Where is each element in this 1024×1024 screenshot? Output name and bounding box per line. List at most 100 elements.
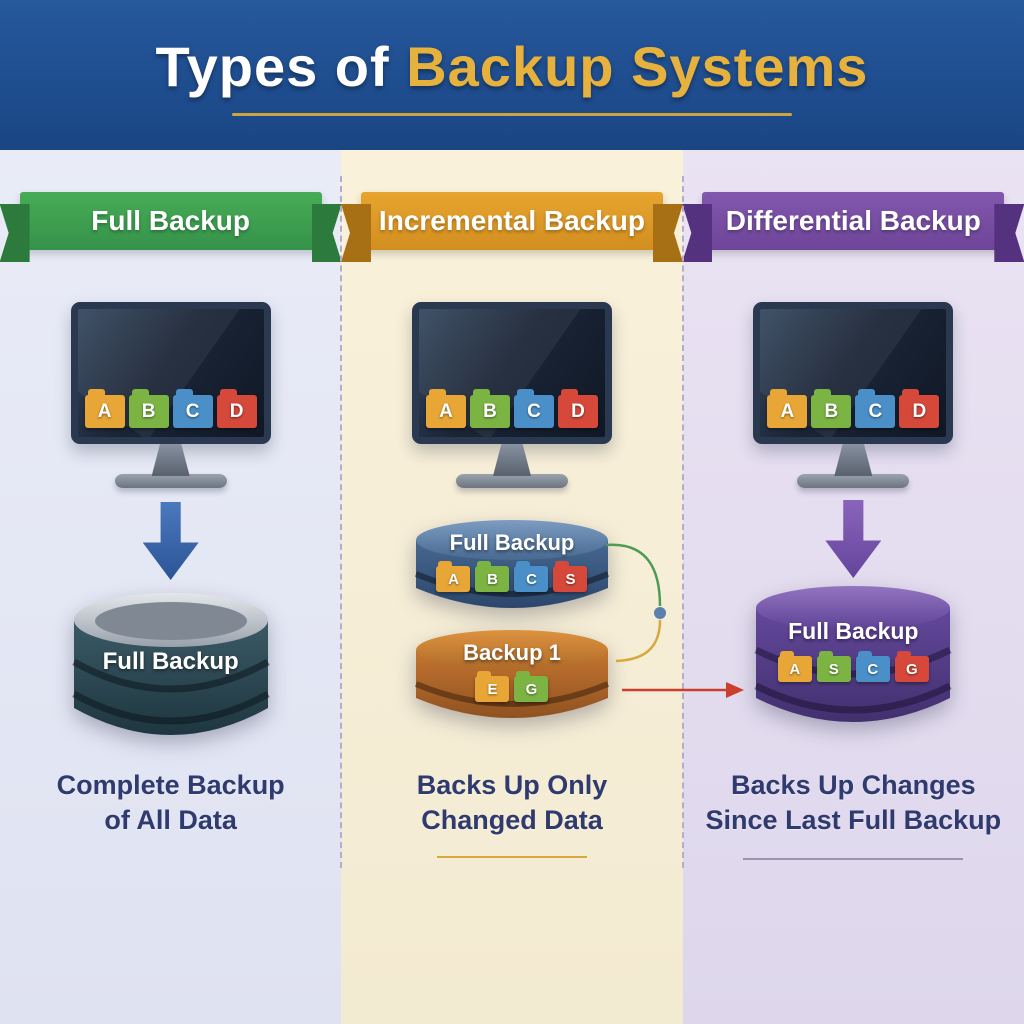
monitor-stand-neck <box>492 444 531 476</box>
mini-folder-g-icon: G <box>894 651 929 682</box>
column-divider <box>340 176 342 868</box>
folder-d-icon: D <box>557 389 598 428</box>
database-differential-icon: Full Backup A S C G <box>748 582 958 742</box>
title-part-white: Types of <box>155 35 390 98</box>
caption-line-1: Complete Backup <box>56 770 285 800</box>
ribbon-full-backup: Full Backup <box>19 192 322 250</box>
folder-letter: B <box>141 400 156 422</box>
folder-letter: G <box>525 680 538 698</box>
folder-row: A B C D <box>425 389 598 428</box>
database-full-backup-set-icon: Full Backup A B C S <box>412 518 612 618</box>
folder-letter: B <box>483 400 497 422</box>
monitor-stand-base <box>455 474 568 488</box>
folder-letter: A <box>97 400 112 422</box>
folder-letter: C <box>526 570 537 588</box>
database-folder-row: E G <box>412 671 612 702</box>
folder-letter: A <box>780 400 795 422</box>
caption-line-2: Since Last Full Backup <box>705 805 1002 836</box>
database-label: Full Backup <box>788 618 919 644</box>
folder-letter: E <box>487 680 498 698</box>
column-divider <box>682 176 684 868</box>
folder-letter: D <box>912 400 927 422</box>
database-folder-row: A B C S <box>412 561 612 592</box>
folder-letter: B <box>824 400 839 422</box>
monitor-stand-neck <box>151 444 190 476</box>
mini-folder-s-icon: S <box>816 651 851 682</box>
column-differential-backup: Differential Backup A B C D <box>682 150 1024 1024</box>
database-label: Full Backup <box>449 530 575 555</box>
folder-letter: A <box>448 570 459 588</box>
database-cylinder-svg <box>414 630 610 718</box>
database-folder-row: A S C G <box>748 651 958 682</box>
monitor-full-backup: A B C D <box>70 302 271 488</box>
database-label: Backup 1 <box>463 640 561 665</box>
database-label: Full Backup <box>102 648 239 675</box>
column-full-backup: Full Backup A B C D <box>0 150 342 1024</box>
folder-c-icon: C <box>513 389 554 428</box>
ribbon-label: Incremental Backup <box>378 205 646 236</box>
caption-line-2: Changed Data <box>421 805 603 836</box>
mini-folder-s-icon: S <box>553 561 588 592</box>
mini-folder-b-icon: B <box>475 561 510 592</box>
folder-b-icon: B <box>811 389 852 428</box>
column-incremental-backup: Incremental Backup A B C D <box>341 150 683 1024</box>
caption-underline <box>436 856 587 858</box>
folder-letter: G <box>905 660 918 678</box>
header-banner: Types of Backup Systems <box>0 0 1024 150</box>
folder-letter: S <box>828 660 839 678</box>
folder-letter: A <box>789 660 801 678</box>
caption-line-1: Backs Up Changes <box>731 770 976 800</box>
folder-letter: S <box>565 570 576 588</box>
monitor-incremental-backup: A B C D <box>411 302 612 488</box>
folder-d-icon: D <box>216 389 257 428</box>
mini-folder-a-icon: A <box>777 651 812 682</box>
database-cylinder-svg <box>71 593 270 735</box>
monitor-screen: A B C D <box>70 302 271 444</box>
folder-b-icon: B <box>128 389 169 428</box>
caption-line-1: Backs Up Only <box>416 770 608 800</box>
folder-c-icon: C <box>855 389 896 428</box>
folder-d-icon: D <box>899 389 940 428</box>
title-underline <box>232 113 792 116</box>
caption-underline <box>743 858 964 860</box>
caption-differential-backup: Backs Up Changes Since Last Full Backup <box>683 768 1024 838</box>
page-title: Types of Backup Systems <box>156 34 869 99</box>
monitor-stand-neck <box>834 444 873 476</box>
ribbon-label: Full Backup <box>91 205 250 236</box>
folder-letter: D <box>571 400 585 422</box>
folder-letter: B <box>487 570 498 588</box>
monitor-differential-backup: A B C D <box>753 302 954 488</box>
mini-folder-e-icon: E <box>475 671 510 702</box>
caption-line-2: of All Data <box>104 805 237 836</box>
database-full-backup-icon: Full Backup <box>66 588 276 743</box>
folder-letter: C <box>867 660 879 678</box>
folder-letter: C <box>527 400 541 422</box>
folder-a-icon: A <box>84 389 125 428</box>
monitor-screen: A B C D <box>753 302 954 444</box>
monitor-stand-base <box>797 474 910 488</box>
mini-folder-g-icon: G <box>514 671 549 702</box>
ribbon-differential-backup: Differential Backup <box>702 192 1005 250</box>
caption-incremental-backup: Backs Up Only Changed Data <box>341 768 682 838</box>
folder-a-icon: A <box>425 389 466 428</box>
folder-a-icon: A <box>767 389 808 428</box>
folder-b-icon: B <box>469 389 510 428</box>
title-part-gold: Backup Systems <box>406 35 869 98</box>
arrow-down-icon <box>825 500 882 578</box>
caption-full-backup: Complete Backup of All Data <box>0 768 341 838</box>
folder-letter: C <box>868 400 883 422</box>
ribbon-incremental-backup: Incremental Backup <box>360 192 663 250</box>
folder-row: A B C D <box>767 389 940 428</box>
database-backup1-icon: Backup 1 E G <box>412 628 612 728</box>
folder-letter: A <box>439 400 453 422</box>
folder-row: A B C D <box>84 389 257 428</box>
mini-folder-a-icon: A <box>436 561 471 592</box>
monitor-screen: A B C D <box>411 302 612 444</box>
folder-c-icon: C <box>172 389 213 428</box>
columns-container: Full Backup A B C D <box>0 150 1024 1024</box>
folder-letter: C <box>185 400 200 422</box>
arrow-down-icon <box>142 502 199 580</box>
mini-folder-c-icon: C <box>514 561 549 592</box>
monitor-stand-base <box>114 474 227 488</box>
